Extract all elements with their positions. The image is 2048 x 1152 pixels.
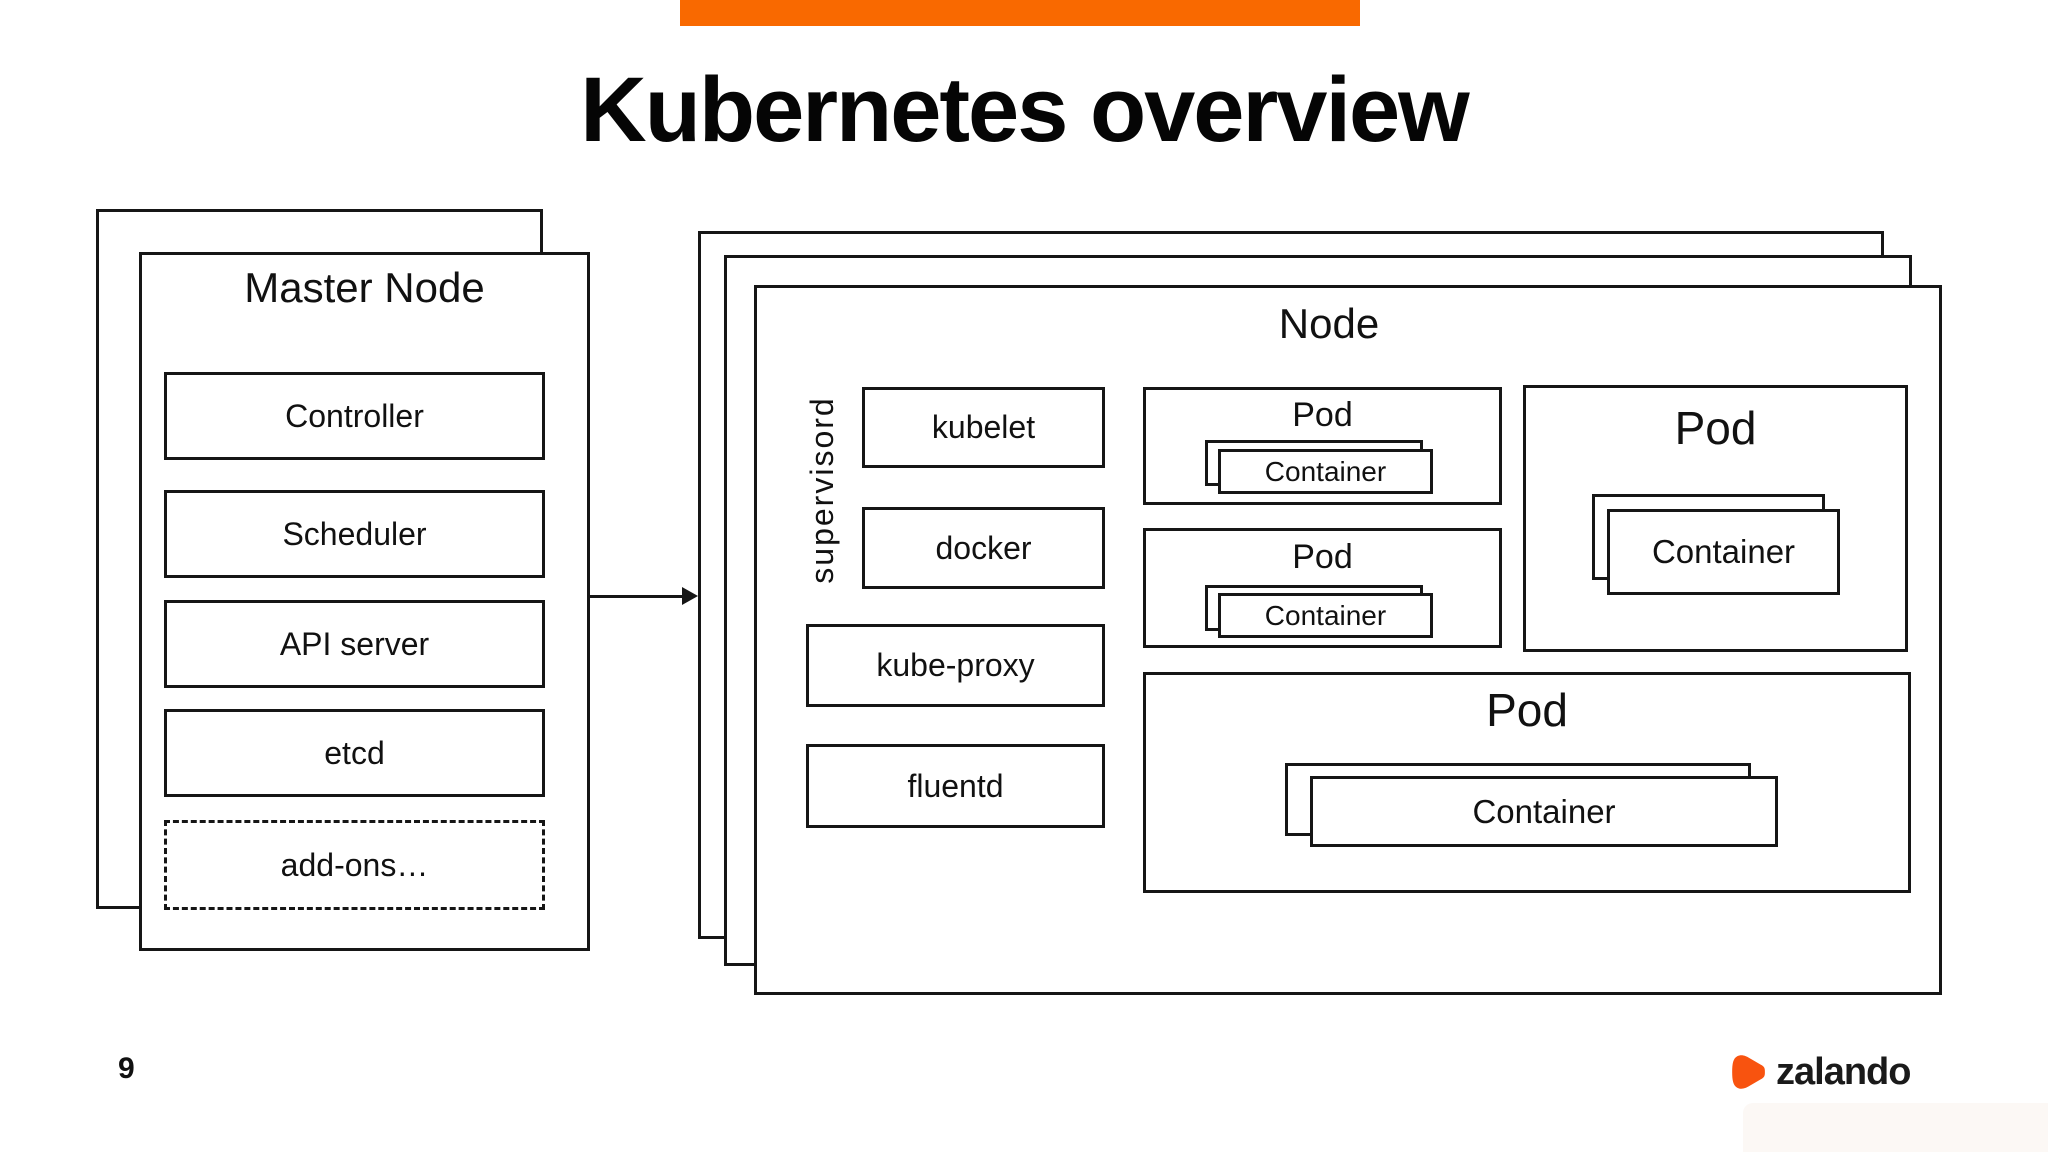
pod-label: Pod — [1486, 684, 1568, 736]
page-title: Kubernetes overview — [580, 59, 1469, 161]
master-component-api-server: API server — [164, 600, 545, 688]
node-service-label: kubelet — [931, 409, 1036, 445]
container-label: Container — [1472, 792, 1616, 830]
master-component-label: add-ons… — [280, 846, 429, 883]
node-service-kube-proxy: kube-proxy — [806, 624, 1105, 707]
accent-bar — [680, 0, 1360, 26]
container-box: Container — [1218, 449, 1433, 494]
container-box: Container — [1218, 593, 1433, 638]
container-label: Container — [1264, 455, 1387, 487]
node-service-docker: docker — [862, 507, 1105, 589]
container-label: Container — [1264, 599, 1387, 631]
master-to-node-arrow-head-icon — [682, 587, 698, 605]
master-component-addons: add-ons… — [164, 820, 545, 910]
master-component-scheduler: Scheduler — [164, 490, 545, 578]
master-node-title: Master Node — [244, 264, 485, 311]
master-component-label: API server — [279, 625, 430, 662]
zalando-logo: zalando — [1730, 1048, 1911, 1096]
zalando-wordmark: zalando — [1776, 1050, 1911, 1093]
node-service-fluentd: fluentd — [806, 744, 1105, 828]
master-component-controller: Controller — [164, 372, 545, 460]
master-component-label: Controller — [285, 397, 424, 434]
zalando-triangle-path — [1732, 1055, 1765, 1089]
container-label: Container — [1651, 533, 1796, 570]
master-to-node-arrow-line — [590, 595, 686, 598]
supervisord-label: supervisord — [804, 396, 840, 584]
node-service-label: fluentd — [907, 767, 1004, 804]
node-title: Node — [1278, 300, 1380, 347]
node-service-label: kube-proxy — [876, 647, 1035, 683]
container-box: Container — [1310, 776, 1778, 847]
master-component-label: Scheduler — [282, 515, 427, 552]
pod-label: Pod — [1292, 396, 1353, 434]
node-service-kubelet: kubelet — [862, 387, 1105, 468]
page-number: 9 — [118, 1052, 135, 1085]
node-service-label: docker — [935, 529, 1032, 566]
pod-label: Pod — [1292, 538, 1353, 576]
master-component-label: etcd — [324, 734, 385, 771]
pod-label: Pod — [1674, 402, 1757, 454]
footer-corner-strip — [1743, 1103, 2048, 1152]
container-box: Container — [1607, 509, 1840, 595]
zalando-triangle-icon — [1732, 1055, 1765, 1089]
master-component-etcd: etcd — [164, 709, 545, 797]
